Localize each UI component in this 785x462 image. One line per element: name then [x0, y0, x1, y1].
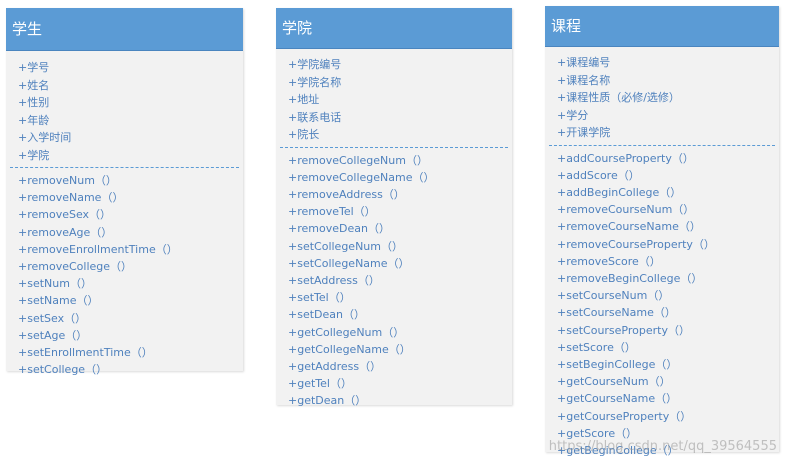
method-item: +setSex（）	[18, 311, 87, 325]
method-item: +removeCourseName（）	[557, 220, 701, 234]
method-item: +removeCollegeName（）	[288, 170, 435, 184]
method-item: +getCollegeNum（）	[288, 325, 405, 339]
student-class-title: 学生	[6, 8, 243, 51]
method-item: +setTel（）	[288, 291, 351, 305]
student-separator	[10, 167, 239, 168]
method-item: +getScore（）	[557, 426, 638, 440]
method-item: +getAddress（）	[288, 359, 382, 373]
attribute-item: +学院编号	[288, 58, 342, 71]
attribute-item: +课程编号	[557, 56, 611, 69]
method-item: +removeAge（）	[18, 225, 113, 239]
method-item: +setCourseName（）	[557, 306, 676, 320]
method-item: +getBeginCollege（）	[557, 443, 679, 457]
method-item: +setDean（）	[288, 308, 365, 322]
attribute-item: +课程名称	[557, 73, 611, 87]
attribute-item: +地址	[288, 93, 320, 106]
method-item: +removeCourseProperty（）	[557, 237, 715, 251]
method-item: +setName（）	[18, 294, 99, 308]
method-item: +getCollegeName（）	[288, 342, 411, 356]
course-attributes: +课程编号 +课程名称 +课程性质（必修/选修） +学分 +开课学院	[545, 47, 779, 145]
attribute-item: +院长	[288, 128, 320, 141]
attribute-item: +联系电话	[288, 110, 342, 124]
attribute-item: +学院	[18, 148, 50, 162]
attribute-item: +年龄	[18, 113, 50, 127]
attribute-item: +学院名称	[288, 75, 342, 89]
method-item: +removeScore（）	[557, 254, 661, 268]
course-methods: +addCourseProperty（） +addScore（） +addBegin…	[545, 146, 779, 460]
watermark: https://blog.csdn.net/qq_39564555	[548, 439, 777, 454]
method-item: +setCourseNum（）	[557, 289, 670, 303]
method-item: +removeCourseNum（）	[557, 203, 695, 217]
attribute-item: +学分	[557, 108, 589, 122]
attribute-item: +姓名	[18, 78, 50, 92]
student-attributes: +学号 +姓名 +性别 +年龄 +入学时间 +学院	[6, 51, 243, 167]
method-item: +addScore（）	[557, 168, 640, 182]
course-class-box: 课程 +课程编号 +课程名称 +课程性质（必修/选修） +学分 +开课学院 +addCo…	[545, 6, 779, 457]
method-item: +getCourseName（）	[557, 392, 678, 406]
method-item: +setCourseProperty（）	[557, 323, 690, 337]
method-item: +setAge（）	[18, 328, 88, 342]
student-class-box: 学生 +学号+姓名+性别+年龄+入学时间+学院 +removeNum（）+rem…	[6, 8, 243, 376]
course-separator	[549, 144, 775, 146]
method-item: +setBeginCollege（）	[557, 357, 678, 371]
method-item: +removeAddress（）	[288, 187, 405, 201]
attribute-item: +课程性质（必修/选修）	[557, 91, 680, 104]
method-item: +getCourseProperty（）	[557, 409, 692, 423]
attribute-item: +开课学院	[557, 126, 611, 139]
course-class-title: 课程	[545, 6, 779, 47]
method-item: +removeBeginCollege（）	[557, 271, 703, 285]
method-item: +removeEnrollmentTime（）	[18, 242, 178, 256]
method-item: +setCollegeNum（）	[288, 239, 403, 253]
college-class-title: 学院	[276, 8, 512, 49]
method-item: +setScore（）	[557, 340, 636, 354]
attribute-item: +性别	[18, 96, 50, 109]
method-item: +removeCollegeNum（）	[288, 153, 428, 167]
attribute-item: +入学时间	[18, 131, 72, 144]
method-item: +removeNum（）	[18, 174, 117, 187]
method-item: +removeTel（）	[288, 205, 376, 219]
method-item: +getDean（）	[288, 394, 367, 408]
method-item: +removeSex（）	[18, 208, 112, 222]
college-methods: +removeCollegeNum（） +removeCollegeName（） +…	[276, 148, 512, 410]
college-class-box: 学院 +学院编号 +学院名称 +地址 +联系电话 +院长 +removeCollegeN…	[276, 8, 512, 407]
method-item: +setCollege（）	[18, 363, 108, 377]
method-item: +setNum（）	[18, 277, 92, 291]
method-item: +getTel（）	[288, 377, 352, 391]
method-item: +setEnrollmentTime（）	[18, 346, 153, 360]
method-item: +setAddress（）	[288, 273, 380, 287]
method-item: +addBeginCollege（）	[557, 185, 682, 199]
method-item: +setCollegeName（）	[288, 256, 410, 270]
method-item: +removeDean（）	[288, 222, 390, 236]
college-attributes: +学院编号 +学院名称 +地址 +联系电话 +院长	[276, 49, 512, 147]
method-item: +getCourseNum（）	[557, 375, 671, 389]
method-item: +removeName（）	[18, 191, 124, 205]
method-item: +addCourseProperty（）	[557, 151, 694, 165]
college-separator	[280, 146, 508, 148]
student-methods: +removeNum（） +removeName（） +removeSex（） +re…	[6, 168, 243, 378]
method-item: +removeCollege（）	[18, 260, 133, 274]
attribute-item: +学号	[18, 61, 50, 74]
